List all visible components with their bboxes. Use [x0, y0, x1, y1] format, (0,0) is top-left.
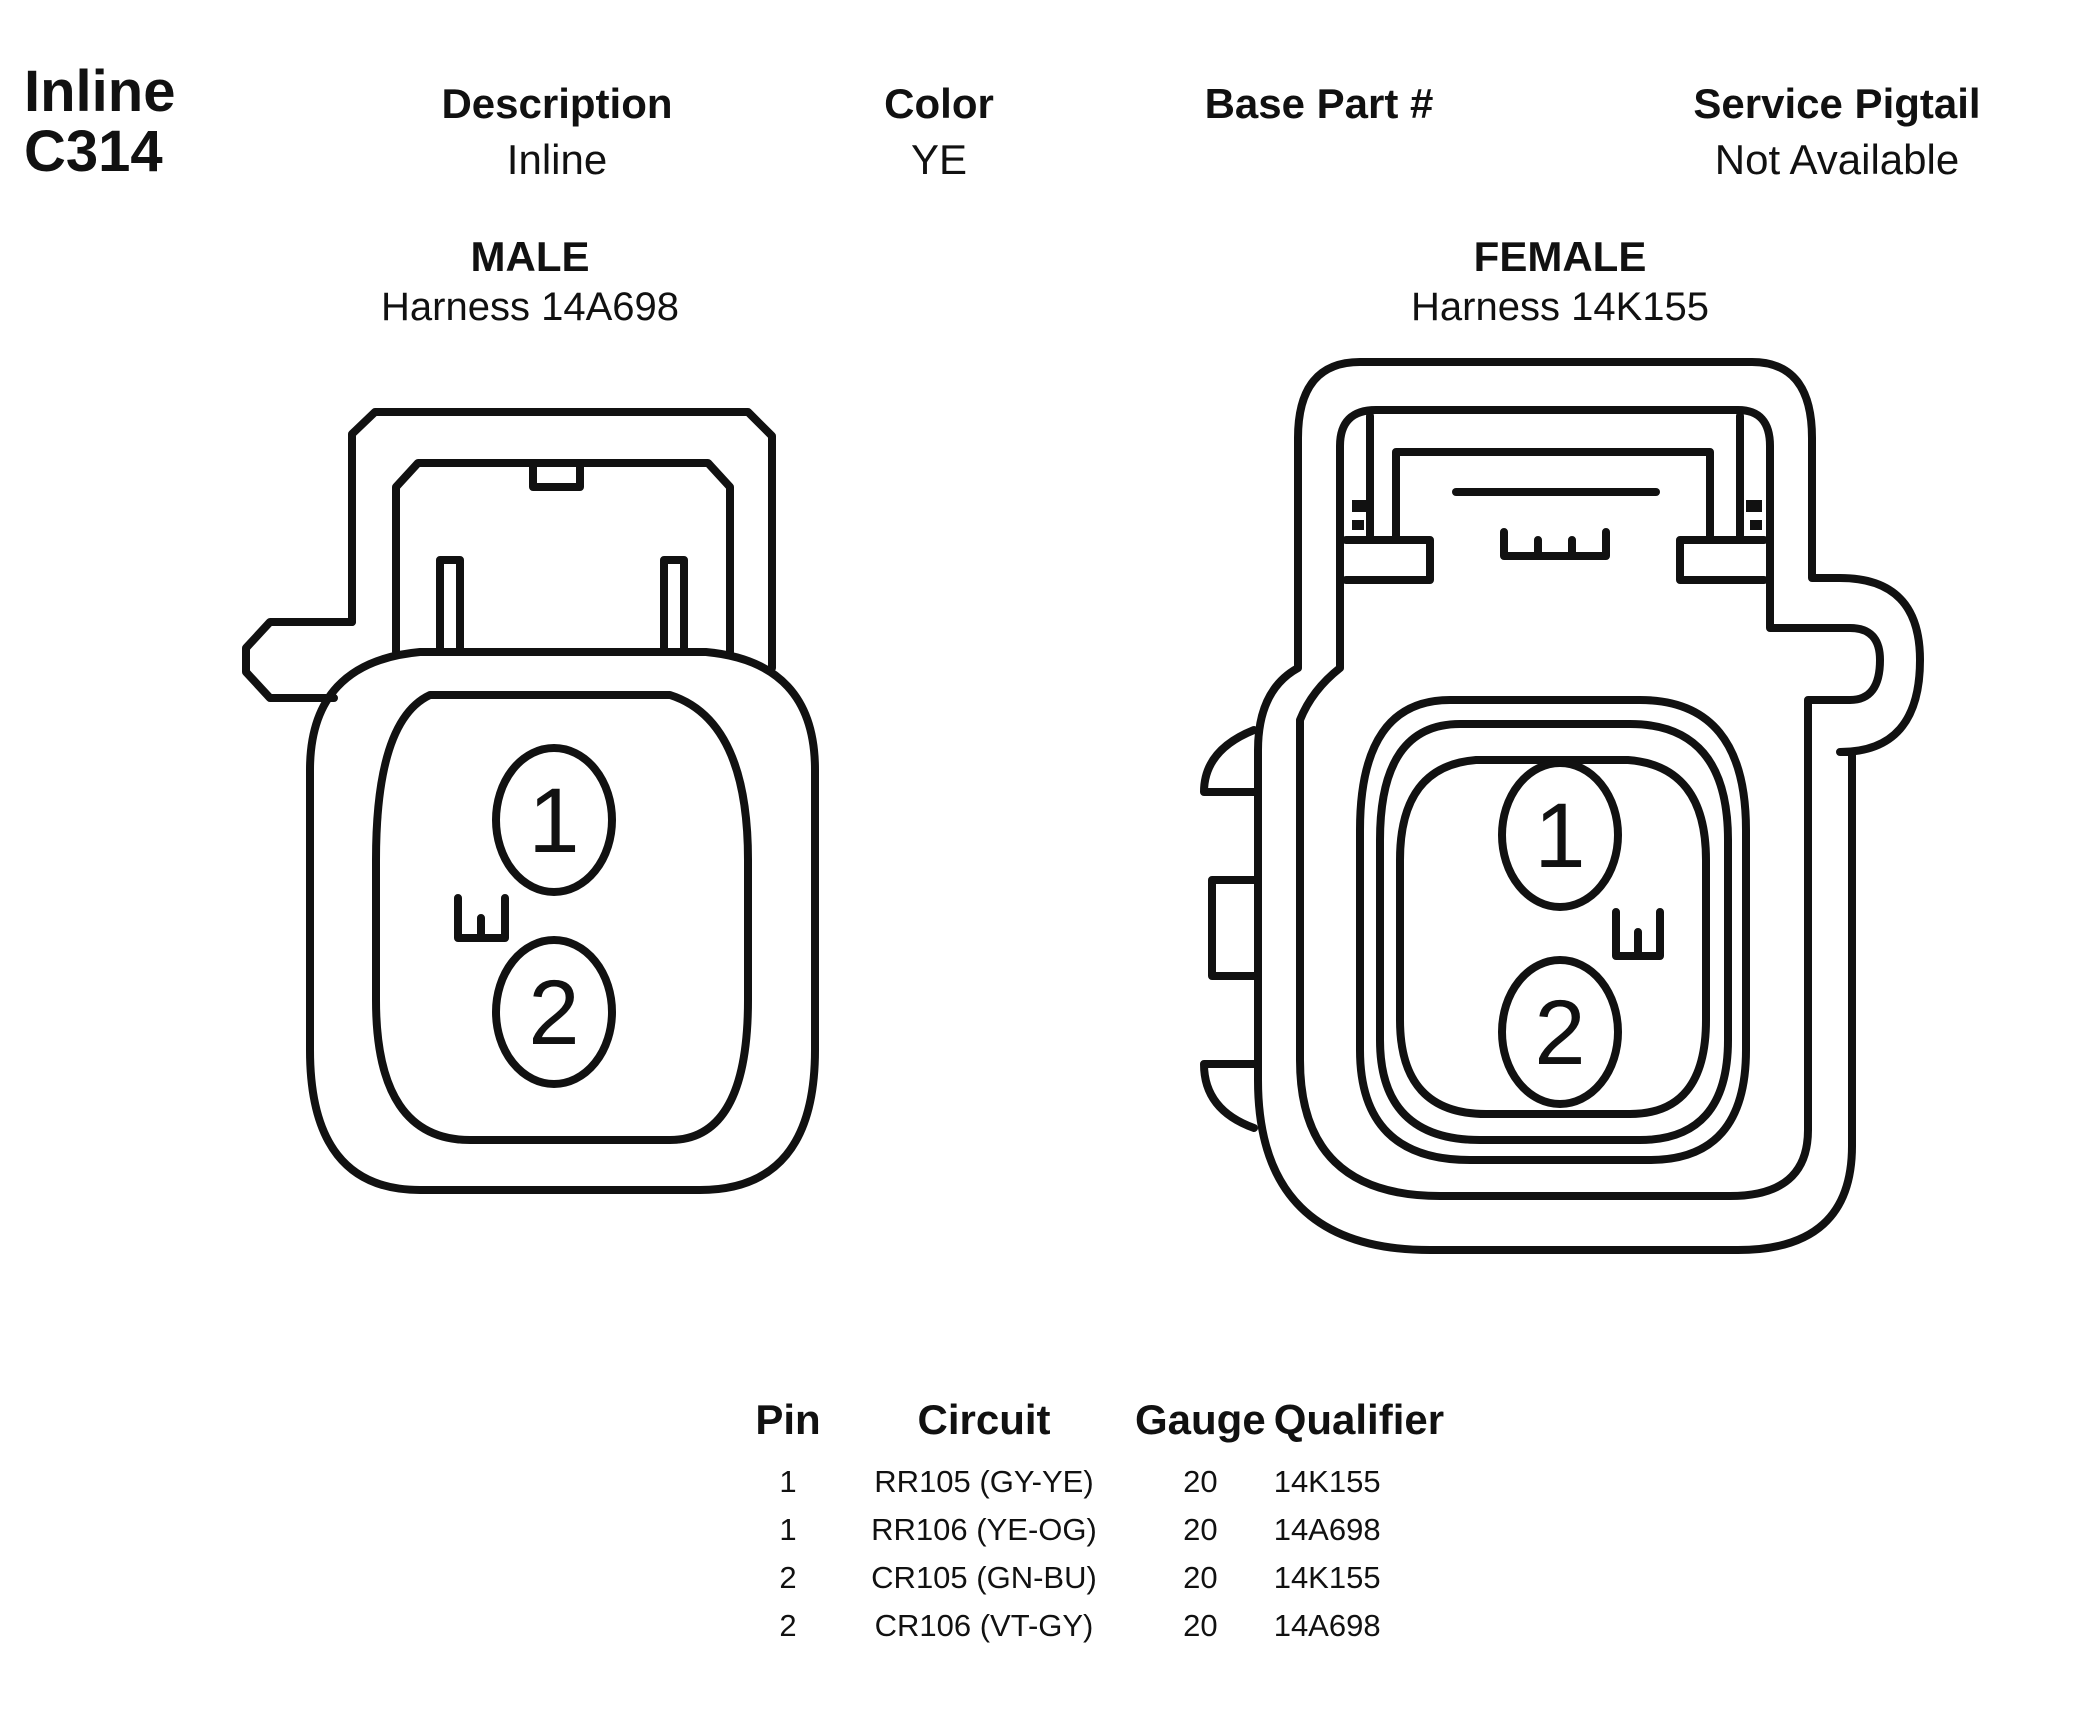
pin-table-header-row: Pin Circuit Gauge Qualifier — [735, 1396, 1452, 1458]
male-pin-2-label: 2 — [528, 962, 579, 1064]
circuit-cell: RR105 (GY-YE) — [874, 1464, 1094, 1499]
male-label: MALE Harness 14A698 — [230, 232, 830, 332]
table-row: 1 RR105 (GY-YE) 20 14K155 — [735, 1458, 1452, 1506]
female-corner-hatching — [1352, 500, 1762, 530]
info-color: Color YE — [729, 78, 1149, 190]
female-label: FEMALE Harness 14K155 — [1260, 232, 1860, 332]
female-left-tab-upper — [1200, 726, 1258, 796]
male-harness: Harness 14A698 — [381, 285, 679, 329]
male-pin-1-label: 1 — [528, 770, 579, 872]
pin-column-header: Pin — [755, 1396, 821, 1443]
qualifier-cell: 14K155 — [1273, 1464, 1381, 1499]
female-top-ledge-right — [1676, 536, 1768, 584]
female-inner-shell — [1296, 406, 1884, 1200]
qualifier-column-header: Qualifier — [1273, 1396, 1445, 1443]
connector-type: Inline — [24, 59, 176, 124]
female-left-tab-lower — [1200, 1060, 1258, 1132]
female-cavity-inner — [1396, 756, 1710, 1118]
male-left-pin-slot — [436, 556, 464, 656]
male-title: MALE — [470, 233, 590, 280]
gauge-cell: 20 — [1183, 1560, 1218, 1595]
male-top-latch-outer — [348, 408, 776, 672]
description-header: Description — [441, 80, 673, 127]
female-pin-2-label: 2 — [1534, 982, 1585, 1084]
pin-cell: 1 — [779, 1464, 797, 1499]
female-pin-1-label: 1 — [1534, 785, 1585, 887]
male-body-outer — [306, 648, 819, 1194]
male-connector — [242, 408, 819, 1194]
table-row: 2 CR105 (GN-BU) 20 14K155 — [735, 1554, 1452, 1602]
circuit-column-header: Circuit — [917, 1396, 1051, 1443]
color-header: Color — [884, 80, 994, 127]
gauge-column-header: Gauge — [1135, 1396, 1266, 1443]
male-left-tab — [242, 618, 356, 702]
info-base-part: Base Part # — [1109, 78, 1529, 130]
male-pin-2 — [492, 936, 616, 1088]
qualifier-cell: 14K155 — [1273, 1560, 1381, 1595]
female-polarity-w — [1612, 908, 1664, 960]
qualifier-cell: 14A698 — [1273, 1512, 1381, 1547]
table-row: 1 RR106 (YE-OG) 20 14A698 — [735, 1506, 1452, 1554]
description-value: Inline — [506, 136, 608, 183]
female-top-teeth — [1500, 528, 1610, 560]
pin-cell: 2 — [779, 1560, 797, 1595]
female-left-tab-middle — [1208, 876, 1258, 980]
gauge-cell: 20 — [1183, 1608, 1218, 1643]
male-right-pin-slot — [660, 556, 688, 656]
circuit-cell: CR105 (GN-BU) — [871, 1560, 1097, 1595]
color-value: YE — [910, 136, 968, 183]
table-row: 2 CR106 (VT-GY) 20 14A698 — [735, 1602, 1452, 1650]
connector-number: C314 — [24, 119, 163, 184]
info-service-pigtail: Service Pigtail Not Available — [1627, 78, 2047, 190]
connector-id: Inline C314 — [24, 62, 175, 182]
qualifier-cell: 14A698 — [1273, 1608, 1381, 1643]
male-body-inner — [372, 691, 752, 1144]
gauge-cell: 20 — [1183, 1464, 1218, 1499]
female-connector — [1200, 358, 1924, 1254]
female-title: FEMALE — [1473, 233, 1647, 280]
female-cavity-middle — [1376, 720, 1732, 1144]
pin-cell: 1 — [779, 1512, 797, 1547]
female-cavity-outer — [1356, 696, 1750, 1164]
female-harness: Harness 14K155 — [1411, 285, 1709, 329]
male-polarity-w — [454, 894, 509, 942]
male-pin-1 — [492, 744, 616, 896]
male-top-notch — [529, 459, 584, 491]
service-pigtail-value: Not Available — [1714, 136, 1960, 183]
female-pin-1 — [1498, 759, 1622, 911]
female-top-ledge-left — [1342, 536, 1434, 584]
circuit-cell: CR106 (VT-GY) — [874, 1608, 1094, 1643]
female-outer-shell — [1254, 358, 1924, 1254]
circuit-cell: RR106 (YE-OG) — [871, 1512, 1097, 1547]
female-pin-2 — [1498, 956, 1622, 1108]
base-part-header: Base Part # — [1204, 80, 1434, 127]
female-top-frame — [1366, 412, 1744, 544]
male-top-latch-inner — [392, 459, 734, 656]
pin-cell: 2 — [779, 1608, 797, 1643]
service-pigtail-header: Service Pigtail — [1693, 80, 1981, 127]
pin-table: Pin Circuit Gauge Qualifier 1 RR105 (GY-… — [735, 1396, 1452, 1650]
info-description: Description Inline — [347, 78, 767, 190]
gauge-cell: 20 — [1183, 1512, 1218, 1547]
